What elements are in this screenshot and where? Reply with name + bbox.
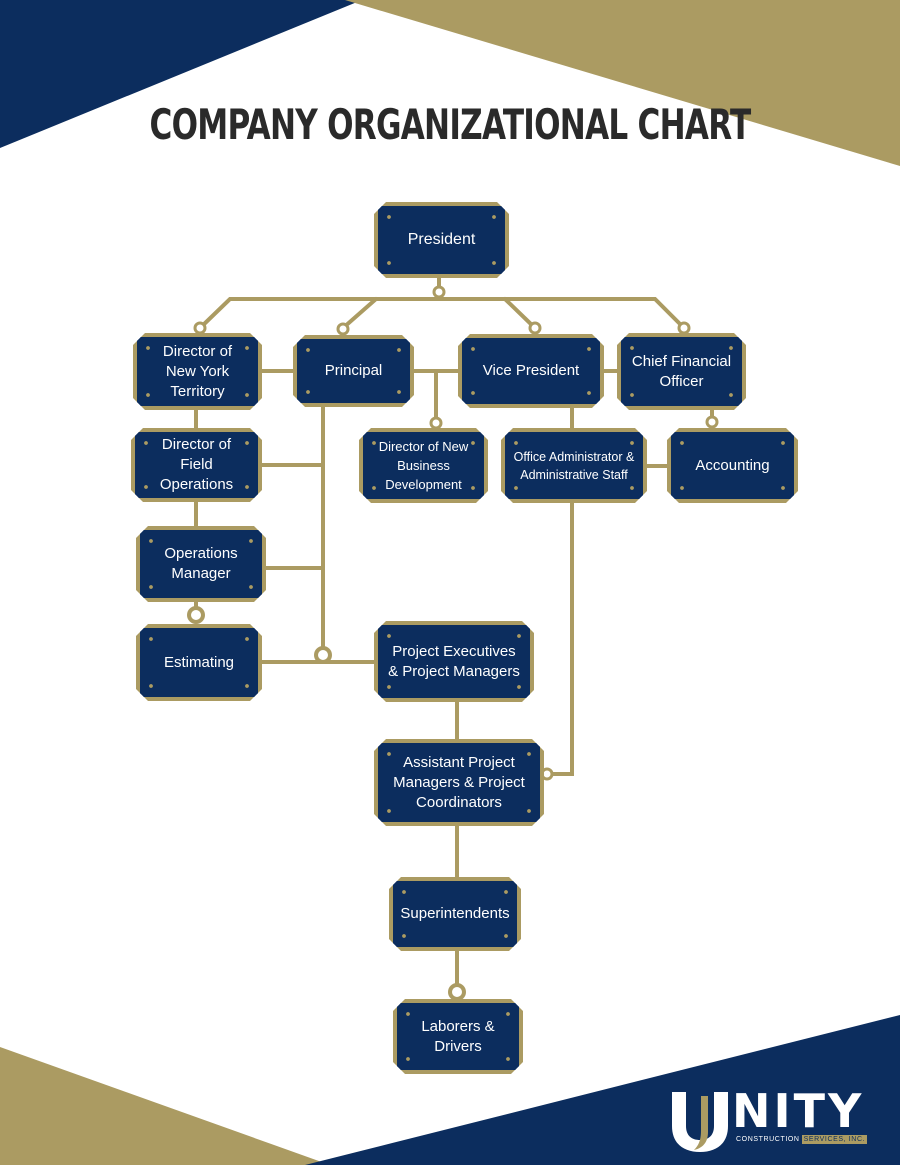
- node-director-ny: Director of New York Territory: [137, 337, 258, 406]
- node-assistant-pm: Assistant Project Managers & Project Coo…: [378, 743, 540, 822]
- node-president: President: [378, 206, 505, 274]
- top-left-navy-band: [0, 0, 362, 148]
- node-project-executives: Project Executives & Project Managers: [378, 625, 530, 698]
- node-director-field-ops: Director of Field Operations: [135, 432, 258, 498]
- top-right-gold-band: [345, 0, 900, 166]
- logo-subtitle-right: SERVICES, INC.: [801, 1135, 868, 1144]
- bottom-left-gold-band: [0, 1047, 330, 1165]
- node-vice-president: Vice President: [462, 338, 600, 404]
- node-operations-manager: Operations Manager: [140, 530, 262, 598]
- node-laborers-drivers: Laborers & Drivers: [397, 1003, 519, 1070]
- bottom-right-navy-band: [305, 1015, 900, 1165]
- node-estimating: Estimating: [140, 628, 258, 697]
- node-director-new-business: Director of New Business Development: [363, 432, 484, 499]
- unity-u-logo-icon: [672, 1092, 728, 1152]
- node-accounting: Accounting: [671, 432, 794, 499]
- node-office-admin: Office Administrator & Administrative St…: [505, 432, 643, 499]
- node-principal: Principal: [297, 339, 410, 403]
- page-title: COMPANY ORGANIZATIONAL CHART: [149, 100, 752, 149]
- logo-wordmark: NITY: [732, 1084, 865, 1138]
- logo-subtitle-left: CONSTRUCTION: [736, 1136, 800, 1143]
- node-cfo: Chief Financial Officer: [621, 337, 742, 406]
- node-superintendents: Superintendents: [393, 881, 517, 947]
